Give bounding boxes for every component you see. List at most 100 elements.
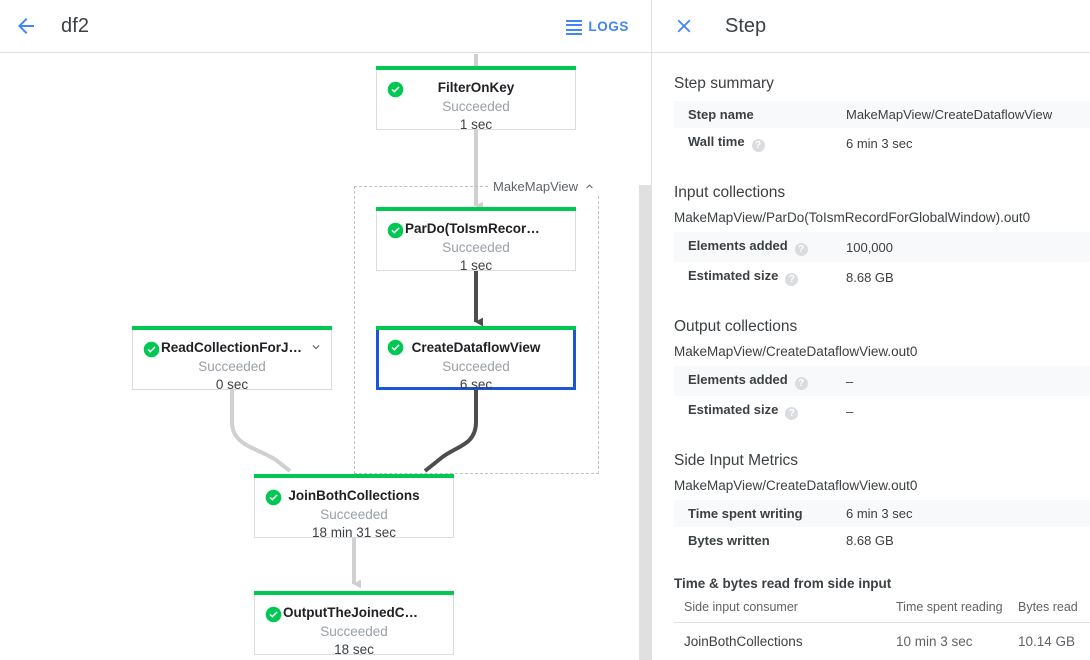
- table-row: Time spent writing 6 min 3 sec: [674, 500, 1090, 527]
- output-collections-table: Elements added? – Estimated size? –: [674, 366, 1090, 426]
- side-input-collection-name: MakeMapView/CreateDataflowView.out0: [674, 478, 918, 493]
- graph-scrollbar-thumb[interactable]: [639, 185, 651, 660]
- close-x-icon[interactable]: [673, 15, 695, 37]
- node-title: ReadCollectionForJoin: [161, 340, 309, 355]
- check-circle-icon: [387, 222, 404, 239]
- pipeline-graph-canvas[interactable]: MakeMapView FilterOnKey Succeeded 1 sec: [0, 54, 651, 660]
- step-summary-heading: Step summary: [674, 75, 774, 92]
- node-status-bar: [376, 207, 576, 211]
- step-panel-body: Step summary Step name MakeMapView/Creat…: [652, 53, 1090, 660]
- output-collections-heading: Output collections: [674, 318, 798, 335]
- node-status: Succeeded: [198, 359, 266, 374]
- graph-scrollbar-track[interactable]: [639, 54, 651, 660]
- node-status-bar: [376, 66, 576, 70]
- check-circle-icon: [387, 81, 404, 98]
- cell-time-spent-reading: 10 min 3 sec: [886, 622, 1008, 660]
- row-value: 8.68 GB: [846, 533, 894, 548]
- node-duration: 1 sec: [459, 117, 493, 132]
- table-row: Elements added? 100,000: [674, 232, 1090, 262]
- node-status: Succeeded: [442, 99, 510, 114]
- node-title: FilterOnKey: [437, 80, 515, 95]
- graph-node-create-dataflow-view[interactable]: CreateDataflowView Succeeded 6 sec: [376, 326, 576, 392]
- graph-pane: df2 LOGS: [0, 0, 652, 660]
- input-collection-name: MakeMapView/ParDo(ToIsmRecordForGlobalWi…: [674, 210, 1031, 225]
- table-row[interactable]: JoinBothCollections 10 min 3 sec 10.14 G…: [674, 622, 1090, 660]
- table-row: Step name MakeMapView/CreateDataflowView: [674, 101, 1090, 128]
- check-circle-icon: [265, 606, 282, 623]
- node-status: Succeeded: [442, 240, 510, 255]
- row-key: Step name: [688, 107, 754, 122]
- graph-node-filter-on-key[interactable]: FilterOnKey Succeeded 1 sec: [376, 66, 576, 132]
- help-icon[interactable]: ?: [794, 377, 808, 390]
- node-duration: 6 sec: [459, 377, 493, 392]
- node-duration: 18 min 31 sec: [311, 525, 397, 540]
- node-status-bar: [376, 326, 576, 330]
- job-header: df2 LOGS: [0, 0, 651, 53]
- check-circle-icon: [265, 489, 282, 506]
- node-duration: 1 sec: [459, 258, 493, 273]
- side-input-metrics-table: Time spent writing 6 min 3 sec Bytes wri…: [674, 500, 1090, 554]
- output-collection-name: MakeMapView/CreateDataflowView.out0: [674, 344, 918, 359]
- row-key: Elements added: [688, 238, 788, 253]
- graph-node-output-the-joined-collection[interactable]: OutputTheJoinedCollec… Succeeded 18 sec: [254, 591, 454, 657]
- row-value: MakeMapView/CreateDataflowView: [846, 101, 1090, 128]
- graph-edges: [230, 54, 483, 589]
- table-header-row: Side input consumer Time spent reading B…: [674, 597, 1090, 623]
- table-row: Elements added? –: [674, 366, 1090, 396]
- group-label-text: MakeMapView: [493, 179, 579, 194]
- graph-node-read-collection-for-join[interactable]: ReadCollectionForJoin Succeeded 0 sec: [132, 326, 332, 392]
- column-header-side-input-consumer: Side input consumer: [674, 597, 886, 623]
- row-value: 100,000: [846, 232, 1090, 262]
- chevron-up-icon[interactable]: [583, 180, 596, 193]
- input-collections-heading: Input collections: [674, 184, 786, 201]
- check-circle-icon: [387, 339, 404, 356]
- node-status-bar: [254, 474, 454, 478]
- help-icon[interactable]: ?: [785, 407, 799, 420]
- help-icon[interactable]: ?: [785, 273, 799, 286]
- page-title: df2: [61, 14, 90, 37]
- edge-readcollection-to-join: [230, 388, 292, 473]
- side-input-read-table: Side input consumer Time spent reading B…: [674, 597, 1090, 660]
- node-status: Succeeded: [320, 507, 388, 522]
- side-input-metrics-heading: Side Input Metrics: [674, 452, 799, 469]
- table-row: Estimated size? –: [674, 396, 1090, 426]
- node-status: Succeeded: [320, 624, 388, 639]
- graph-node-pardo-toismrecord[interactable]: ParDo(ToIsmRecordFor… Succeeded 1 sec: [376, 207, 576, 273]
- node-status: Succeeded: [442, 359, 510, 374]
- step-details-pane: Step Step summary Step name MakeMapView/…: [652, 0, 1090, 660]
- node-title: OutputTheJoinedCollec…: [283, 605, 449, 620]
- composite-group-makemapview[interactable]: [354, 186, 599, 474]
- help-icon[interactable]: ?: [751, 139, 765, 152]
- row-value: 8.68 GB: [846, 269, 894, 285]
- chevron-down-icon[interactable]: [309, 340, 323, 354]
- table-row: Wall time? 6 min 3 sec: [674, 128, 1090, 158]
- row-key: Elements added: [688, 372, 788, 387]
- row-key: Estimated size: [688, 402, 779, 417]
- arrow-left-icon[interactable]: [14, 14, 38, 38]
- table-row: Bytes written 8.68 GB: [674, 527, 1090, 554]
- step-summary-table: Step name MakeMapView/CreateDataflowView…: [674, 101, 1090, 158]
- node-status-bar: [132, 326, 332, 330]
- help-icon[interactable]: ?: [794, 243, 808, 256]
- step-panel-header: Step: [652, 0, 1090, 53]
- node-title: ParDo(ToIsmRecordFor…: [405, 221, 570, 236]
- column-header-time-spent-reading: Time spent reading: [886, 597, 1008, 623]
- node-duration: 18 sec: [334, 642, 374, 657]
- row-value: –: [846, 403, 854, 419]
- row-key: Bytes written: [688, 533, 770, 548]
- graph-node-join-both-collections[interactable]: JoinBothCollections Succeeded 18 min 31 …: [254, 474, 454, 540]
- node-title: CreateDataflowView: [411, 340, 541, 355]
- row-key: Estimated size: [688, 268, 779, 283]
- step-panel-title: Step: [725, 14, 767, 37]
- row-value: 6 min 3 sec: [846, 500, 1090, 527]
- group-label-makemapview[interactable]: MakeMapView: [490, 179, 600, 194]
- cell-bytes-read: 10.14 GB: [1008, 622, 1090, 660]
- list-lines-icon: [566, 19, 583, 36]
- row-key: Time spent writing: [688, 506, 803, 521]
- row-value: –: [846, 366, 1090, 396]
- logs-button[interactable]: LOGS: [566, 19, 629, 36]
- node-status-bar: [254, 591, 454, 595]
- node-title: JoinBothCollections: [288, 488, 420, 503]
- side-input-read-subheading: Time & bytes read from side input: [674, 576, 892, 591]
- table-row: Estimated size? 8.68 GB: [674, 262, 1090, 292]
